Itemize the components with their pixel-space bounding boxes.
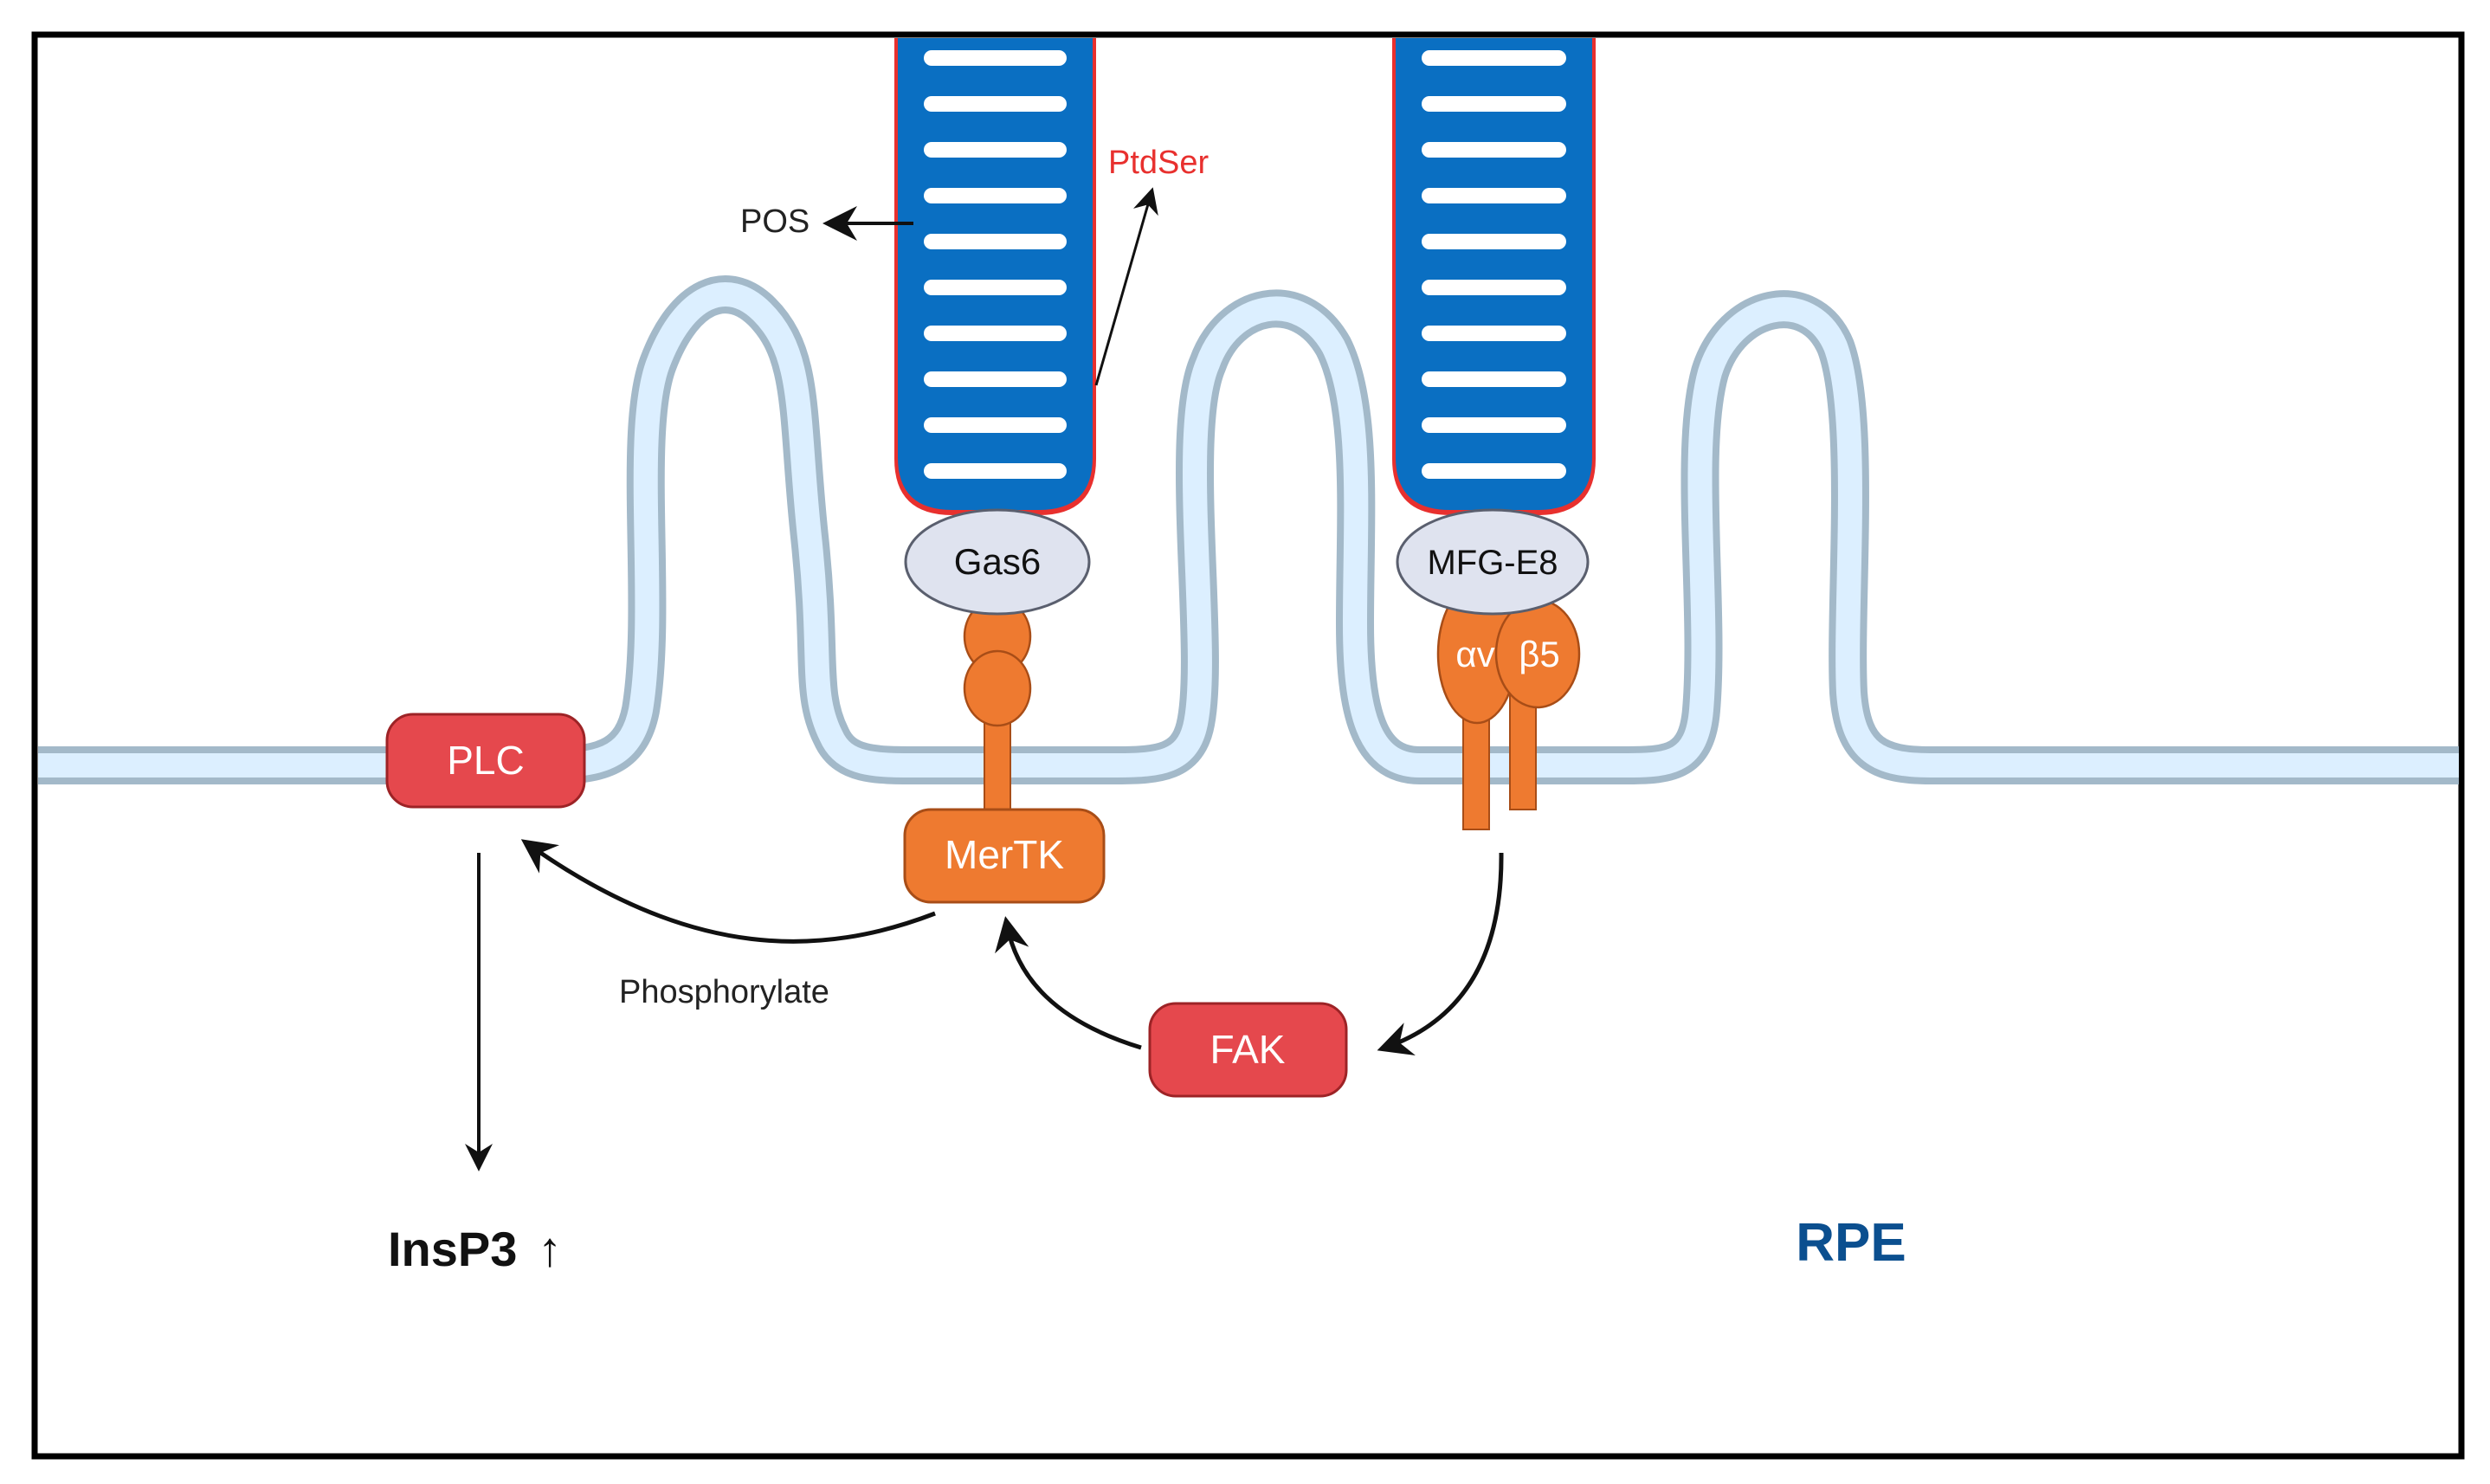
- disc-stripe: [1422, 371, 1566, 387]
- pos-rod-right: [1392, 38, 1596, 515]
- disc-stripe: [1422, 188, 1566, 203]
- beta5-label: β5: [1519, 634, 1560, 674]
- insp3-label: InsP3 ↑: [388, 1222, 562, 1276]
- disc-stripe: [924, 371, 1067, 387]
- integrin-receptor: αv β5 MFG-E8: [1396, 508, 1590, 830]
- disc-stripe: [924, 188, 1067, 203]
- disc-stripe: [924, 234, 1067, 249]
- pos-label: POS: [740, 203, 810, 240]
- pos-rod-left: [894, 38, 1096, 515]
- mertk-box: [903, 808, 1106, 904]
- insp3-up-arrow-icon: ↑: [538, 1222, 562, 1276]
- disc-stripes-left: [924, 50, 1067, 479]
- membrane-inner-fill: [38, 282, 2459, 777]
- mfg-e8-label: MFG-E8: [1427, 544, 1558, 582]
- disc-stripe: [924, 96, 1067, 112]
- cell-membrane: [38, 275, 2459, 784]
- alpha-v-label: αv: [1455, 634, 1494, 674]
- plc-enzyme: PLC: [385, 713, 586, 809]
- fak-box: [1148, 1002, 1348, 1098]
- disc-stripe: [924, 326, 1067, 341]
- disc-stripes-right: [1422, 50, 1566, 479]
- gas6-label: Gas6: [954, 541, 1041, 582]
- mertk-label: MerTK: [945, 832, 1064, 877]
- disc-stripe: [1422, 280, 1566, 295]
- disc-stripe: [1422, 50, 1566, 66]
- disc-stripe: [1422, 96, 1566, 112]
- rpe-label: RPE: [1796, 1213, 1906, 1273]
- phosphorylate-label: Phosphorylate: [619, 974, 829, 1010]
- fak-kinase: FAK: [1148, 1002, 1348, 1098]
- gas6-ligand: [904, 508, 1091, 616]
- ptdser-arrow: [1094, 187, 1158, 386]
- disc-stripe: [924, 50, 1067, 66]
- plc-label: PLC: [447, 738, 524, 783]
- mertk-receptor: Gas6 MerTK: [903, 508, 1106, 904]
- arrow-integrin-to-fak: [1377, 852, 1504, 1055]
- disc-stripe: [1422, 326, 1566, 341]
- mertk-ig-domain-2: [963, 649, 1032, 727]
- disc-stripe: [1422, 463, 1566, 479]
- disc-stripe: [924, 280, 1067, 295]
- disc-stripe: [924, 417, 1067, 433]
- disc-stripe: [1422, 142, 1566, 158]
- ptdser-label: PtdSer: [1108, 145, 1210, 181]
- arrow-fak-to-mertk: [995, 916, 1142, 1050]
- plc-box: [385, 713, 586, 809]
- mfg-e8-ligand: [1396, 508, 1590, 616]
- insp3-text: InsP3: [388, 1222, 517, 1276]
- disc-stripe: [1422, 417, 1566, 433]
- arrow-mertk-to-plc: [520, 839, 936, 944]
- disc-stripe: [1422, 234, 1566, 249]
- disc-stripe: [924, 142, 1067, 158]
- fak-label: FAK: [1210, 1027, 1286, 1072]
- disc-stripe: [924, 463, 1067, 479]
